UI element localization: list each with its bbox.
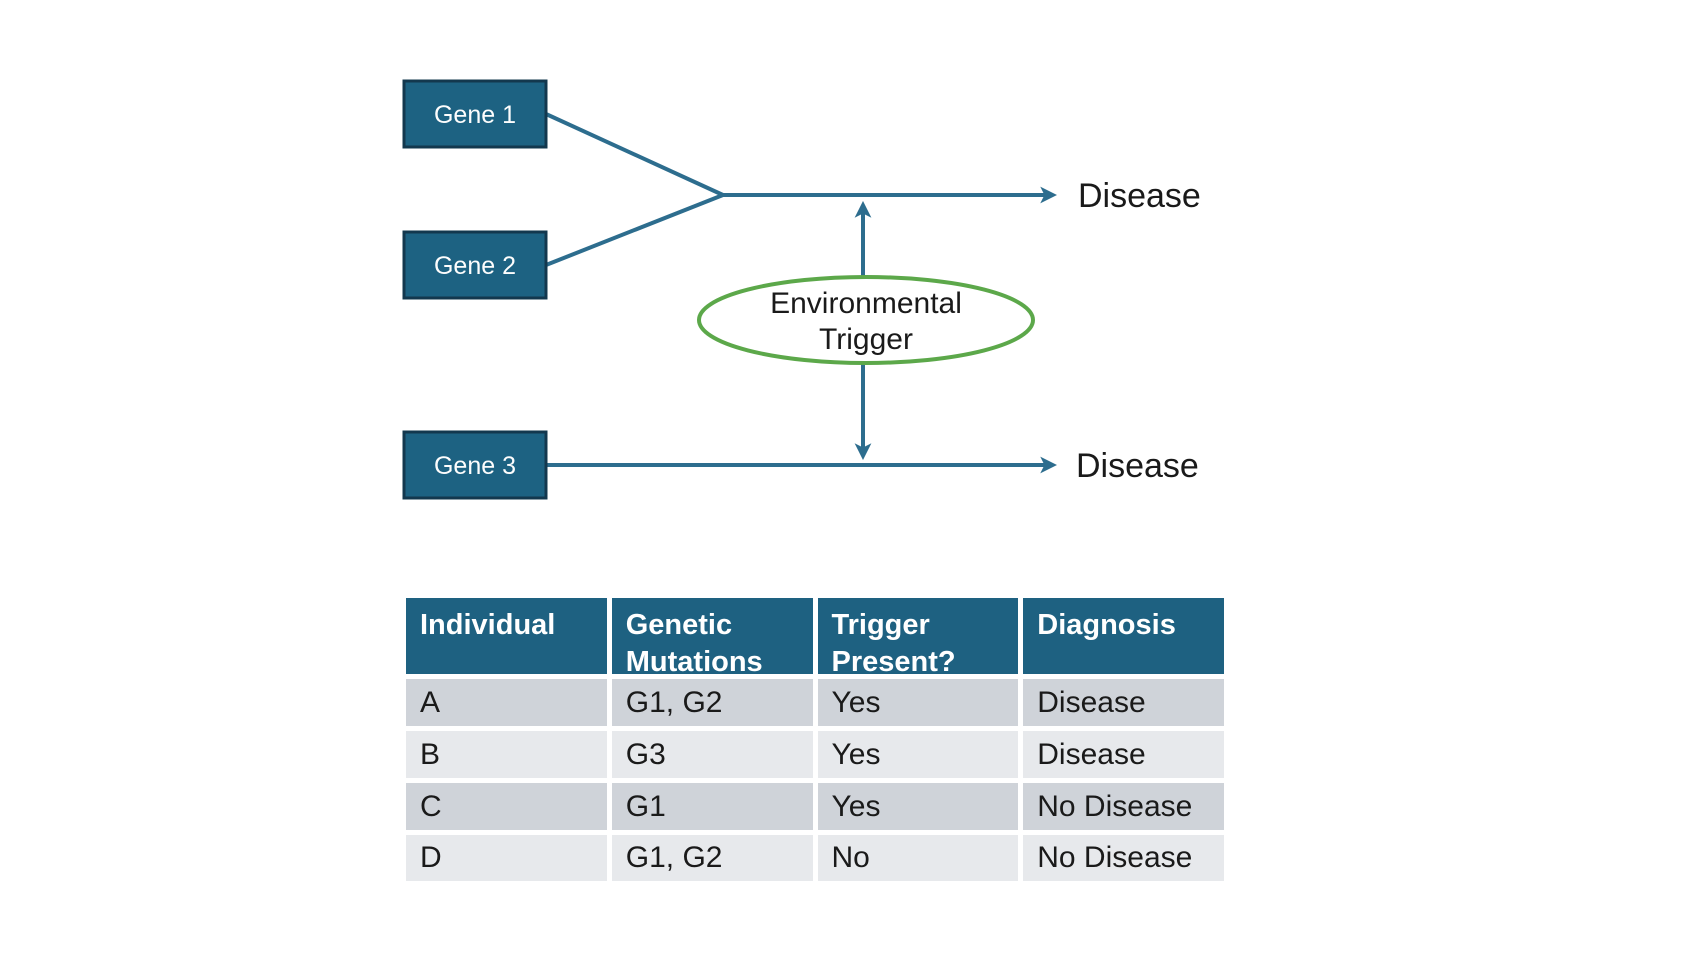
table-cell: Yes	[817, 679, 1019, 726]
table-cell: G1, G2	[611, 835, 813, 881]
gene-1-rect	[402, 79, 548, 149]
gene-3-box: Gene 3	[402, 430, 548, 500]
table-cell: No Disease	[1023, 783, 1224, 830]
gene1-connector-line	[545, 112, 724, 197]
header-diagnosis: Diagnosis	[1023, 598, 1224, 674]
genetics-table: Individual Genetic Mutations Trigger Pre…	[406, 598, 1224, 881]
table-cell: Disease	[1023, 679, 1224, 726]
disease-label-top: Disease	[1078, 177, 1201, 215]
gene-2-rect	[402, 230, 548, 300]
table-cell: Yes	[817, 731, 1019, 778]
header-genetic-mutations: Genetic Mutations	[611, 598, 813, 678]
header-individual: Individual	[406, 598, 607, 674]
gene-1-label: Gene 1	[434, 101, 516, 129]
table-cell: G3	[611, 731, 813, 778]
trigger-ellipse-shape	[697, 275, 1035, 365]
gene-disease-diagram: Gene 1 Gene 2 Gene 3 Environmental Trigg…	[402, 79, 1201, 500]
table-cell: D	[406, 835, 607, 881]
gene-3-label: Gene 3	[434, 452, 516, 480]
table-cell: G1	[611, 783, 813, 830]
gene-1-box: Gene 1	[402, 79, 548, 149]
table-cell: Disease	[1023, 731, 1224, 778]
table-cell: No Disease	[1023, 835, 1224, 881]
table-cell: B	[406, 731, 607, 778]
gene-2-label: Gene 2	[434, 252, 516, 280]
trigger-label-line2: Trigger	[819, 323, 913, 356]
disease-label-bottom: Disease	[1076, 447, 1199, 485]
environmental-trigger-ellipse: Environmental Trigger	[697, 275, 1035, 365]
header-trigger-present: Trigger Present?	[817, 598, 1019, 678]
table-cell: G1, G2	[611, 679, 813, 726]
table-cell: C	[406, 783, 607, 830]
trigger-label-line1: Environmental	[770, 287, 962, 320]
gene-3-rect	[402, 430, 548, 500]
table-cell: No	[817, 835, 1019, 881]
gene-2-box: Gene 2	[402, 230, 548, 300]
table-cell: A	[406, 679, 607, 726]
table-cell: Yes	[817, 783, 1019, 830]
gene2-connector-line	[545, 193, 724, 267]
